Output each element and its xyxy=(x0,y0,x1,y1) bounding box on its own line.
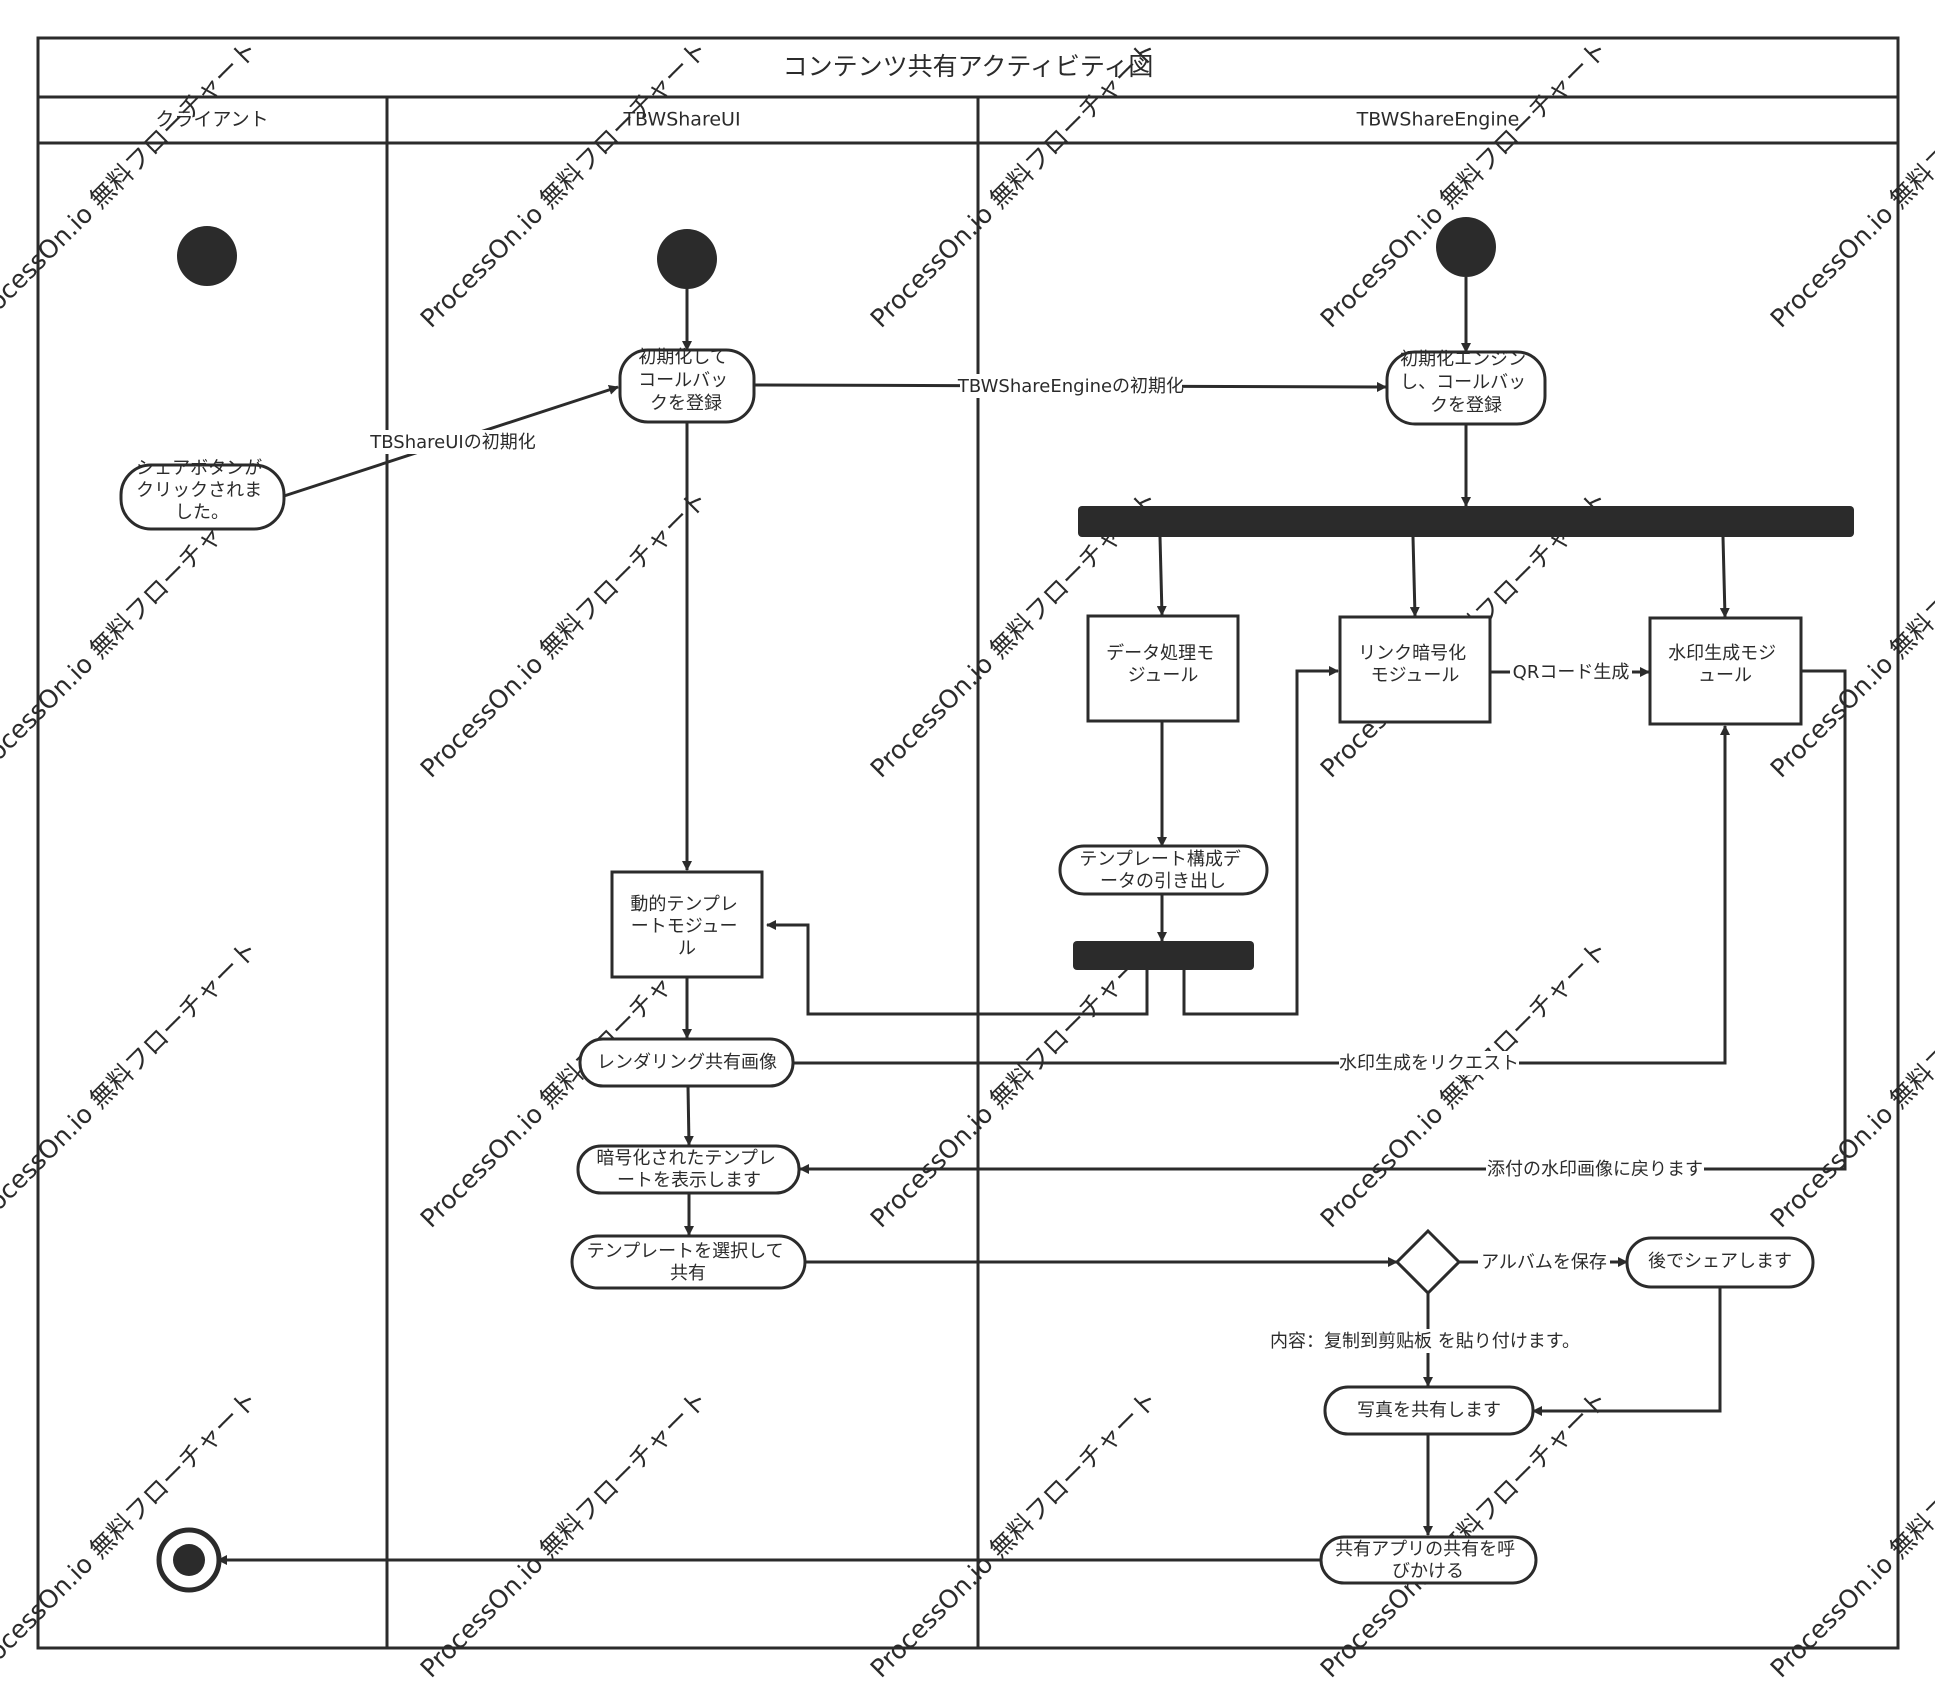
node-data-module xyxy=(1086,614,1240,723)
edge-later-to-photo xyxy=(1532,1287,1722,1416)
text-later-share: 後でシェアします xyxy=(1648,1251,1792,1272)
watermark-text: ProcessOn.io 無料フローチャート xyxy=(415,485,714,784)
watermark-text: ProcessOn.io 無料フローチャート xyxy=(865,935,1164,1234)
node-dynamic-module xyxy=(610,870,764,979)
text-engine-init: 初期化エンジン し、コールバッ クを登録 xyxy=(1400,349,1532,416)
node-later-share xyxy=(1625,1236,1815,1289)
node-labels: シェアボタンが クリックされま した。 初期化して コールバッ クを登録 初期化… xyxy=(136,347,1792,1582)
edge-render-to-show xyxy=(683,1085,694,1146)
node-watermark-module xyxy=(1648,616,1803,726)
text-render-image: レンダリング共有画像 xyxy=(597,1052,777,1073)
edge-render-to-watermark xyxy=(793,725,1730,1065)
text-select-share: テンプレートを選択して 共有 xyxy=(587,1241,790,1284)
watermark-text: ProcessOn.io 無料フローチャート xyxy=(415,1385,714,1684)
lane-title-client: クライアント xyxy=(155,109,268,131)
node-ui-init xyxy=(618,348,756,424)
text-share-clicked: シェアボタンが クリックされま した。 xyxy=(136,458,268,523)
fork-bar xyxy=(1078,506,1854,537)
edges xyxy=(217,277,1847,1565)
watermark-text: ProcessOn.io 無料フローチャート xyxy=(1765,1385,1935,1684)
edge-fork-to-watermark xyxy=(1719,536,1730,618)
label-copy-paste: 内容：复制到剪贴板 を貼り付けます。 xyxy=(1270,1331,1580,1352)
watermark-text: ProcessOn.io 無料フローチャート xyxy=(865,1385,1164,1684)
text-dynamic-module: 動的テンプレ ートモジュー ル xyxy=(630,894,743,959)
edge-join-to-dynamic xyxy=(766,920,1149,1016)
node-select-share xyxy=(570,1234,807,1290)
node-template-pull xyxy=(1058,844,1269,896)
watermark-text: ProcessOn.io 無料フローチャート xyxy=(1765,35,1935,334)
share-decision-diamond xyxy=(1394,1228,1462,1296)
label-qr: QRコード生成 xyxy=(1513,662,1630,683)
node-show-template xyxy=(576,1144,801,1195)
node-link-module xyxy=(1338,615,1492,724)
label-save-album: アルバムを保存 xyxy=(1481,1252,1607,1273)
node-share-photo xyxy=(1323,1385,1535,1436)
text-watermark-module: 水印生成モジ ュール xyxy=(1668,643,1782,686)
diagram-title: コンテンツ共有アクティビティ図 xyxy=(783,52,1154,81)
start-node-engine xyxy=(1436,217,1496,277)
lane-title-shareui: TBWShareUI xyxy=(622,109,740,131)
label-ui-init-call: TBShareUIの初期化 xyxy=(369,432,535,453)
watermark-text: ProcessOn.io 無料フローチャート xyxy=(415,35,714,334)
swimlane-frame xyxy=(36,36,1900,1650)
action-nodes xyxy=(119,348,1815,1585)
text-show-template: 暗号化されたテンプレ ートを表示します xyxy=(596,1148,781,1191)
watermark-text: ProcessOn.io 無料フローチャート xyxy=(1315,35,1614,334)
watermark-text: ProcessOn.io 無料フローチャート xyxy=(1315,935,1614,1234)
text-link-module: リンク暗号化 モジュール xyxy=(1358,643,1472,686)
join-bar xyxy=(1073,941,1254,970)
text-data-module: データ処理モ ジュール xyxy=(1106,643,1220,686)
watermark-text: ProcessOn.io 無料フローチャート xyxy=(1765,935,1935,1234)
start-node-client xyxy=(177,226,237,286)
node-call-app xyxy=(1319,1535,1538,1585)
edge-watermark-return xyxy=(799,669,1847,1174)
label-wm-request: 水印生成をリクエスト xyxy=(1339,1053,1519,1074)
text-ui-init: 初期化して コールバッ クを登録 xyxy=(638,347,734,414)
end-node-inner xyxy=(173,1544,205,1576)
edge-labels: TBShareUIの初期化 TBWShareEngineの初期化 QRコード生成… xyxy=(369,374,1704,1353)
lane-title-shareengine: TBWShareEngine xyxy=(1356,109,1520,131)
watermark-layer: ProcessOn.io 無料フローチャート ProcessOn.io 無料フロー… xyxy=(0,35,1935,1684)
edge-fork-to-link xyxy=(1409,536,1420,617)
edge-fork-to-data xyxy=(1156,536,1167,616)
text-share-photo: 写真を共有します xyxy=(1357,1400,1501,1421)
start-node-shareui xyxy=(657,229,717,289)
node-engine-init xyxy=(1385,350,1547,426)
label-wm-return: 添付の水印画像に戻ります xyxy=(1487,1159,1703,1180)
text-call-app: 共有アプリの共有を呼 びかける xyxy=(1335,1539,1521,1582)
label-engine-init-call: TBWShareEngineの初期化 xyxy=(957,376,1184,397)
control-nodes xyxy=(156,217,1854,1593)
text-template-pull: テンプレート構成デ ータの引き出し xyxy=(1079,849,1246,892)
node-share-clicked xyxy=(119,463,286,531)
edge-join-to-link xyxy=(1182,666,1339,1016)
node-render-image xyxy=(578,1037,795,1088)
